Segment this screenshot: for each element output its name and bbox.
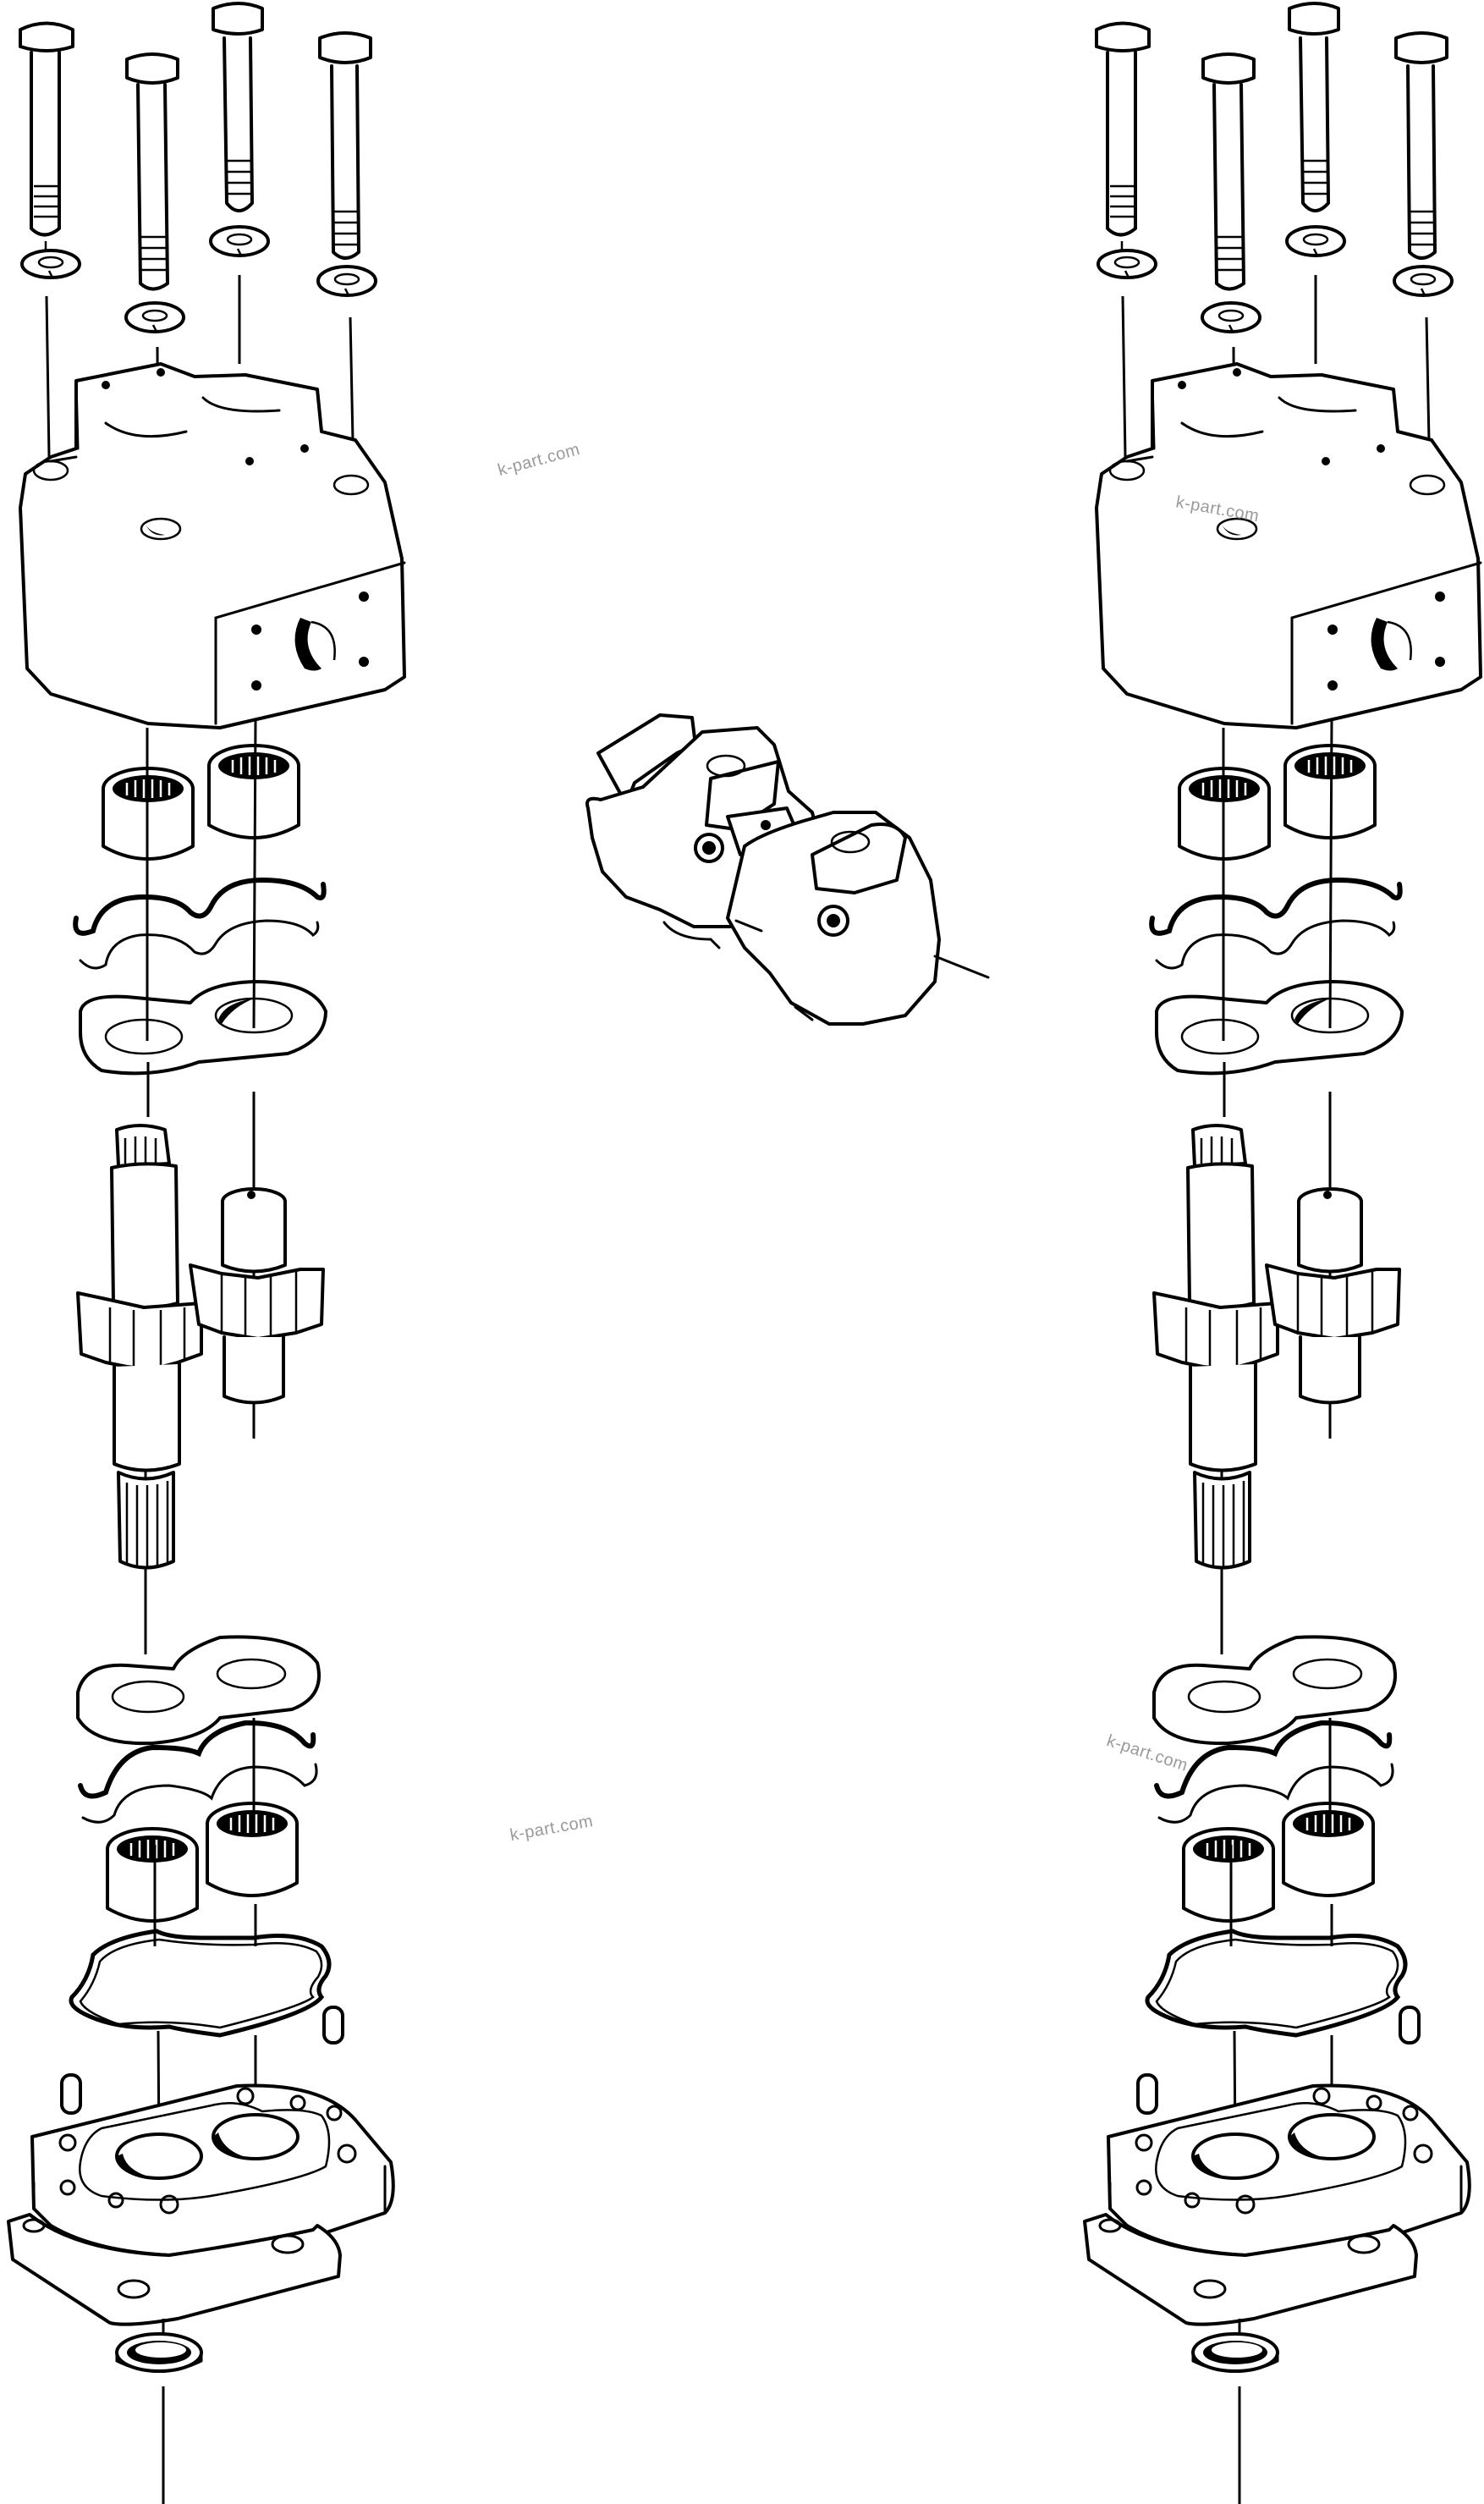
right-pump-section — [1085, 3, 1481, 2504]
left-pump-section — [8, 3, 404, 2504]
assembled-tandem-pump — [585, 713, 990, 1026]
